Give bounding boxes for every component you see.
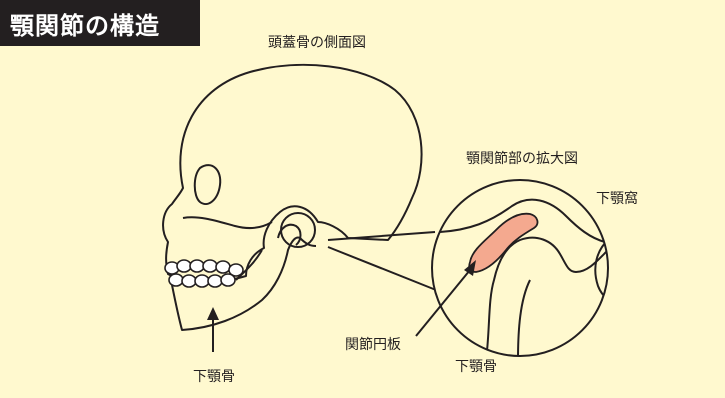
eye-socket: [195, 165, 221, 204]
arrow-mandible: [207, 307, 219, 352]
label-mandibular-fossa: 下顎窩: [596, 188, 638, 208]
label-mandible-enlarged: 下顎骨: [455, 356, 497, 376]
label-skull-side-view: 頭蓋骨の側面図: [268, 32, 366, 52]
label-joint-enlarged: 顎関節部の拡大図: [466, 148, 578, 168]
skull-outline: [163, 65, 422, 282]
zygomatic-arch: [183, 217, 272, 228]
label-mandible: 下顎骨: [193, 366, 235, 386]
label-articular-disc: 関節円板: [345, 334, 401, 354]
lower-teeth: [169, 274, 235, 287]
